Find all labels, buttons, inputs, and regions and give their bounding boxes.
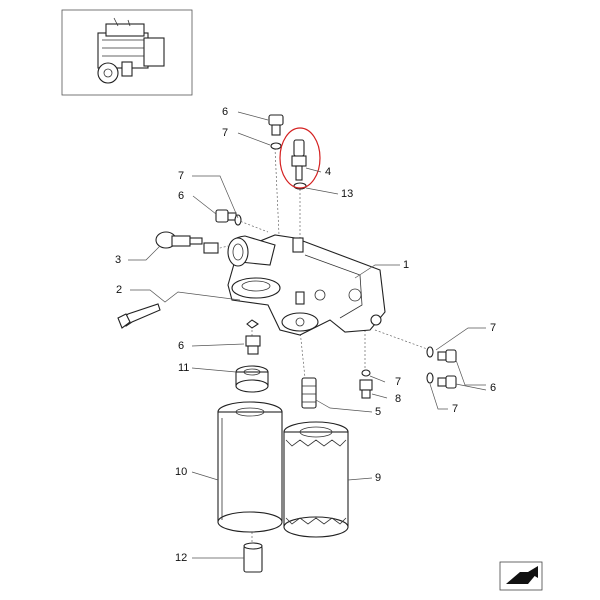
callout-10: 10 xyxy=(175,466,187,478)
callout-5: 5 xyxy=(375,406,381,418)
nipple-fitting[interactable] xyxy=(301,377,317,409)
fuel-filter-10[interactable] xyxy=(217,401,283,533)
plug-top[interactable] xyxy=(268,114,284,136)
washer-left[interactable] xyxy=(234,214,242,226)
washer-8[interactable] xyxy=(361,369,371,377)
fitting-lower[interactable] xyxy=(245,335,261,355)
filter-head-housing[interactable] xyxy=(227,234,386,336)
callout-12: 12 xyxy=(175,552,187,564)
callout-6c: 6 xyxy=(178,340,184,352)
callout-4: 4 xyxy=(325,166,331,178)
callout-labels: 6 7 4 13 7 6 3 1 2 6 11 5 7 8 7 6 7 9 10… xyxy=(115,106,496,564)
drain-fitting[interactable] xyxy=(243,542,263,573)
engine-thumbnail-icon[interactable] xyxy=(61,9,193,96)
callout-8: 8 xyxy=(395,393,401,405)
callout-2: 2 xyxy=(116,284,122,296)
callout-7c: 7 xyxy=(395,376,401,388)
callout-7b: 7 xyxy=(178,170,184,182)
leader-lines xyxy=(128,111,487,559)
plug-right-lower[interactable] xyxy=(437,375,457,389)
callout-9: 9 xyxy=(375,472,381,484)
adapter-ring[interactable] xyxy=(235,365,269,393)
relief-valve[interactable] xyxy=(155,231,219,254)
next-page-arrow-icon[interactable] xyxy=(499,561,543,591)
callout-6b: 6 xyxy=(178,190,184,202)
pressure-sensor[interactable] xyxy=(291,139,307,181)
highlight-circle xyxy=(279,127,321,189)
washer-right-upper[interactable] xyxy=(426,346,434,358)
washer-lower[interactable] xyxy=(246,319,259,329)
callout-7e: 7 xyxy=(452,403,458,415)
bolt[interactable] xyxy=(117,303,161,329)
plug-right-upper[interactable] xyxy=(437,349,457,363)
callout-6a: 6 xyxy=(222,106,228,118)
washer-right-lower[interactable] xyxy=(426,372,434,384)
callout-11: 11 xyxy=(178,362,189,374)
washer-top[interactable] xyxy=(270,142,282,150)
callout-7d: 7 xyxy=(490,322,496,334)
callout-1: 1 xyxy=(403,259,409,271)
callout-7a: 7 xyxy=(222,127,228,139)
callout-6d: 6 xyxy=(490,382,496,394)
plug-8[interactable] xyxy=(359,379,373,399)
callout-13: 13 xyxy=(341,188,353,200)
fuel-filter-9[interactable] xyxy=(283,421,349,538)
plug-left[interactable] xyxy=(215,209,237,223)
callout-3: 3 xyxy=(115,254,121,266)
